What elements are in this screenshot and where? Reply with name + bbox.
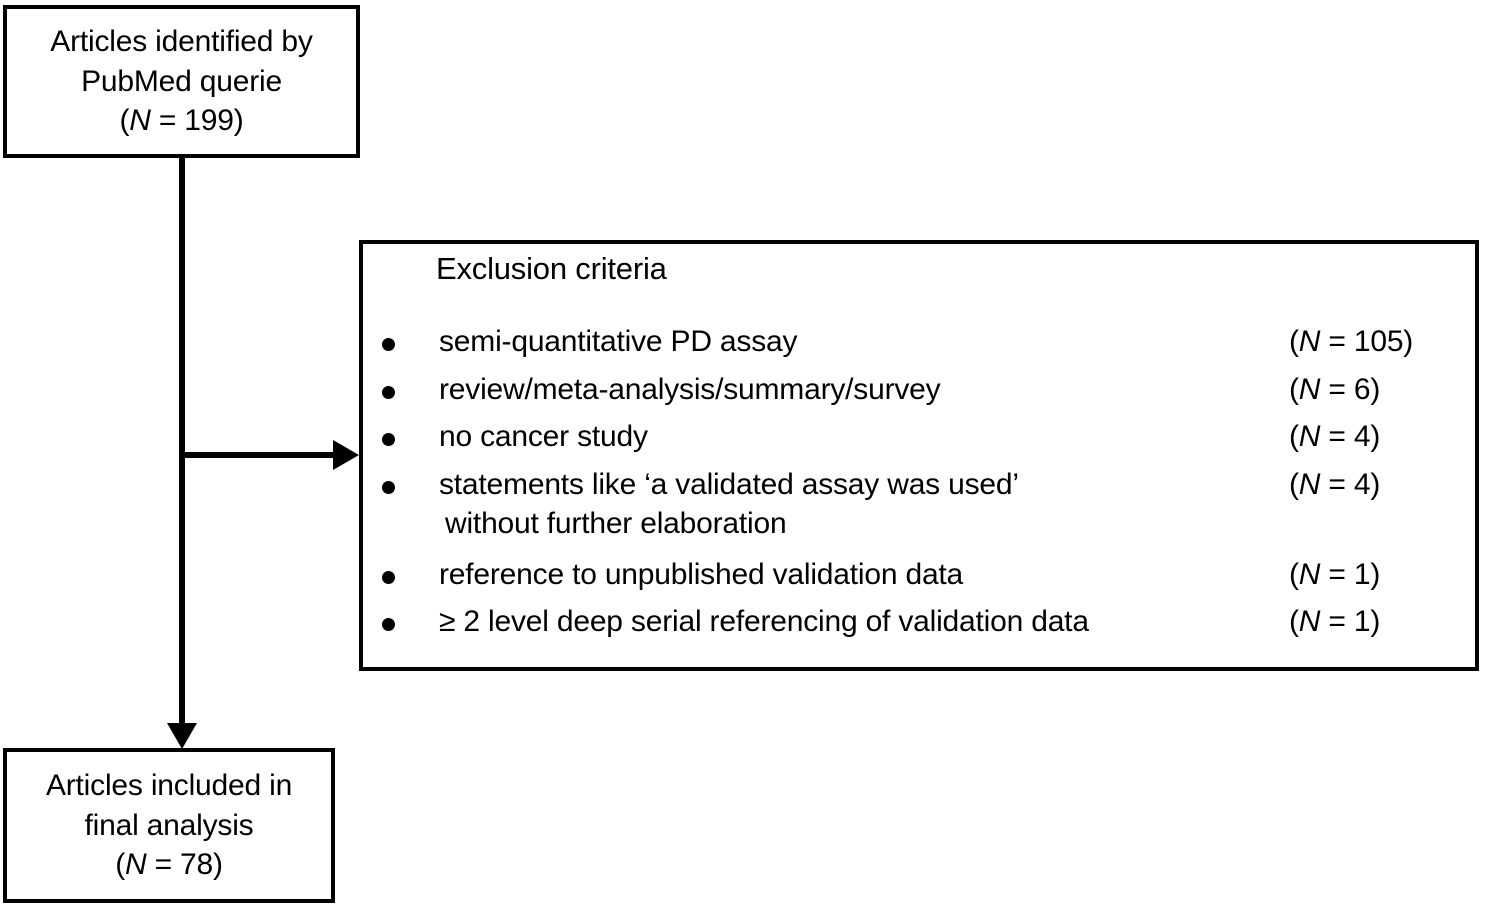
- list-item: ≥ 2 level deep serial referencing of val…: [363, 602, 1475, 650]
- exclusion-item-label: semi-quantitative PD assay: [439, 325, 798, 358]
- bullet-icon: [382, 570, 395, 584]
- n-symbol: N: [1298, 557, 1321, 591]
- exclusion-item-label: review/meta-analysis/summary/survey: [439, 372, 941, 406]
- exclusion-criteria-title: Exclusion criteria: [436, 251, 667, 286]
- count-value: = 1): [1320, 605, 1381, 638]
- box-articles-included-line2: final analysis: [84, 808, 254, 842]
- list-item: no cancer study (N = 4): [363, 417, 1475, 465]
- exclusion-item-count: (N = 105): [1289, 322, 1413, 362]
- exclusion-item-count: (N = 6): [1289, 370, 1380, 410]
- count-value: = 78): [146, 848, 223, 882]
- n-symbol: N: [124, 848, 147, 882]
- list-item: reference to unpublished validation data…: [363, 555, 1475, 603]
- box-articles-identified-line2: PubMed querie: [81, 64, 282, 98]
- list-item: review/meta-analysis/summary/survey (N =…: [363, 370, 1475, 418]
- list-item: semi-quantitative PD assay (N = 105): [363, 322, 1475, 370]
- n-symbol: N: [1298, 605, 1321, 638]
- count-value: = 1): [1320, 557, 1381, 591]
- n-symbol: N: [1298, 372, 1321, 406]
- count-value: = 4): [1320, 467, 1381, 501]
- bullet-icon: [382, 480, 395, 494]
- exclusion-item-count: (N = 4): [1289, 417, 1380, 457]
- n-symbol: N: [129, 104, 151, 138]
- box-exclusion-criteria: semi-quantitative PD assay (N = 105) rev…: [359, 240, 1479, 671]
- box-articles-identified: Articles identified by PubMed querie (N …: [3, 5, 360, 158]
- paren-open: (: [1289, 557, 1299, 591]
- count-value: = 199): [150, 104, 244, 138]
- exclusion-item-label: reference to unpublished validation data: [439, 557, 964, 591]
- exclusion-item-line2: without further elaboration: [445, 507, 787, 541]
- exclusion-item-count: (N = 1): [1289, 602, 1380, 642]
- paren-open: (: [1289, 467, 1299, 501]
- exclusion-item-label: statements like ‘a validated assay was u…: [439, 465, 1019, 544]
- n-symbol: N: [1298, 420, 1321, 453]
- paren-open: (: [1289, 372, 1299, 406]
- exclusion-item-count: (N = 4): [1289, 465, 1380, 505]
- bullet-icon: [382, 433, 395, 446]
- bullet-icon: [382, 618, 395, 631]
- connector-horizontal-branch: [185, 452, 337, 458]
- exclusion-item-label: no cancer study: [439, 420, 648, 453]
- paren-open: (: [119, 104, 130, 138]
- arrow-right-icon: [333, 440, 359, 470]
- exclusion-item-label: ≥ 2 level deep serial referencing of val…: [439, 605, 1089, 638]
- paren-open: (: [115, 848, 125, 882]
- box-articles-included: Articles included in final analysis (N =…: [3, 748, 335, 903]
- paren-open: (: [1289, 420, 1299, 453]
- exclusion-criteria-list: semi-quantitative PD assay (N = 105) rev…: [363, 322, 1475, 650]
- list-item: statements like ‘a validated assay was u…: [363, 465, 1475, 555]
- box-articles-identified-count: (N = 199): [119, 101, 243, 141]
- connector-vertical-trunk: [179, 158, 185, 725]
- count-value: = 105): [1320, 325, 1414, 358]
- exclusion-item-line1: statements like ‘a validated assay was u…: [439, 467, 1019, 501]
- bullet-icon: [382, 385, 395, 399]
- bullet-icon: [382, 338, 395, 351]
- box-articles-included-line1: Articles included in: [45, 768, 293, 802]
- paren-open: (: [1289, 605, 1299, 638]
- arrow-down-icon: [167, 723, 197, 749]
- exclusion-item-count: (N = 1): [1289, 555, 1380, 595]
- box-articles-included-count: (N = 78): [115, 845, 223, 885]
- count-value: = 6): [1320, 372, 1381, 406]
- count-value: = 4): [1320, 420, 1381, 453]
- box-articles-identified-line1: Articles identified by: [50, 24, 313, 58]
- n-symbol: N: [1298, 467, 1321, 501]
- n-symbol: N: [1298, 325, 1321, 358]
- paren-open: (: [1289, 325, 1299, 358]
